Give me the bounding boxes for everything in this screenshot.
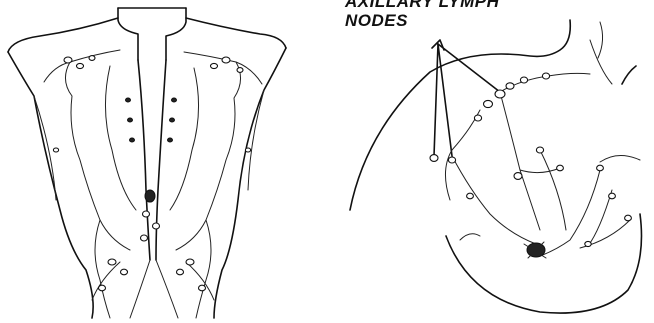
label-line-2: NODES: [345, 11, 499, 30]
axillary-lymph-nodes-label: AXILLARY LYMPH NODES: [345, 0, 499, 30]
torso-figure: [8, 8, 286, 318]
label-line-1: AXILLARY LYMPH: [345, 0, 499, 11]
breast-figure: [350, 20, 642, 313]
